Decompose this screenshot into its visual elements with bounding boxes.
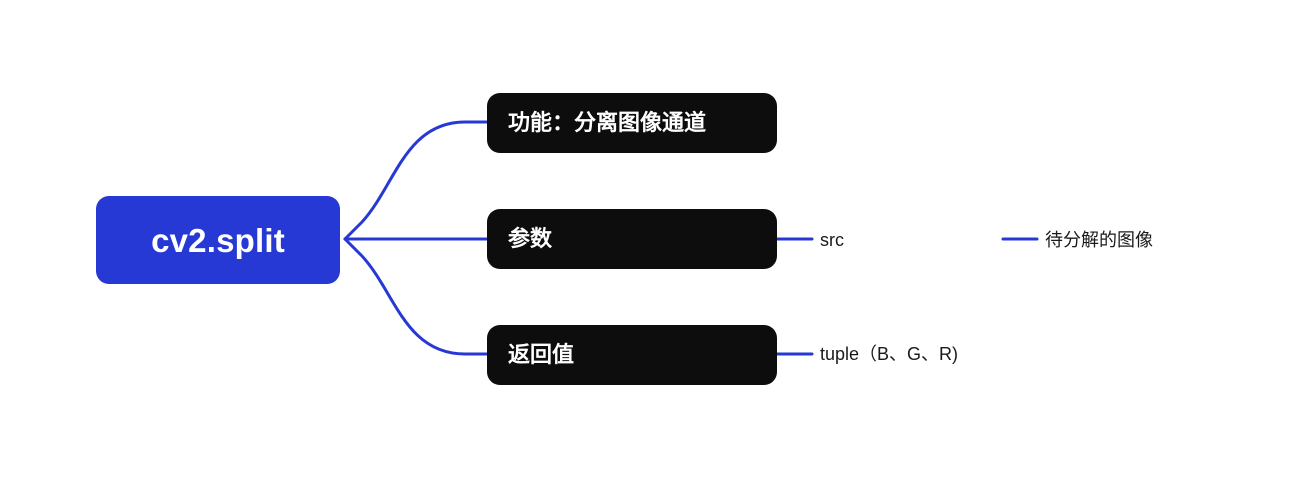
branch-node-return-value-label: 返回值 xyxy=(508,342,575,367)
branch-node-function-label: 功能：分离图像通道 xyxy=(508,110,707,135)
leaf-node-src[interactable]: src xyxy=(820,230,844,250)
branch-node-parameters-label: 参数 xyxy=(508,226,553,251)
branch-node-function[interactable]: 功能：分离图像通道 xyxy=(487,93,777,153)
edge-root-to-branch-0 xyxy=(343,120,489,241)
branch-node-parameters[interactable]: 参数 xyxy=(487,209,777,269)
edge-root-to-branch-2 xyxy=(343,237,489,356)
root-node[interactable]: cv2.split xyxy=(96,196,340,284)
root-node-label: cv2.split xyxy=(151,221,285,259)
branch-node-return-value[interactable]: 返回值 xyxy=(487,325,777,385)
leaf-node-return-tuple[interactable]: tuple（B、G、R) xyxy=(820,344,959,364)
leaf-node-src-description[interactable]: 待分解的图像 xyxy=(1045,230,1153,250)
